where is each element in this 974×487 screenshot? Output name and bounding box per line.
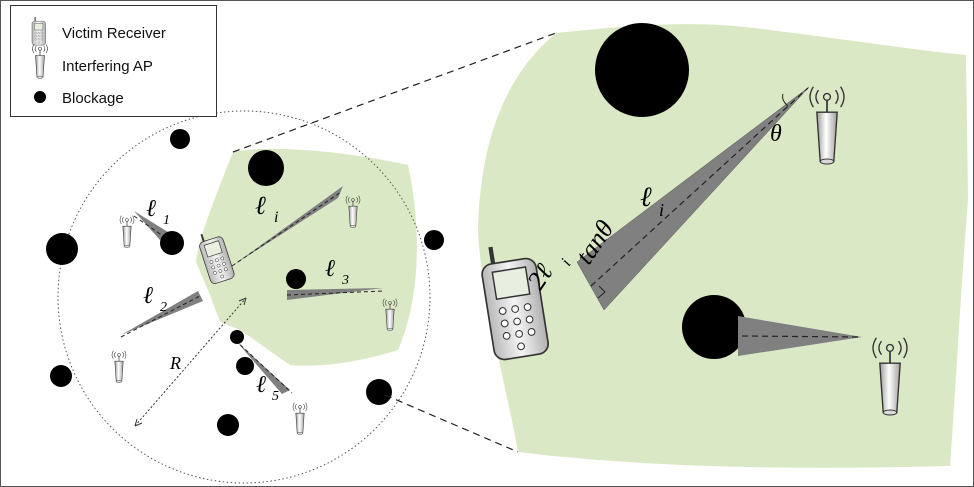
beam-zoom-i [576,86,810,311]
beam-blocked [738,316,862,356]
blockage-dot [230,330,244,344]
blockages [46,129,444,436]
legend-interfering-ap: Interfering AP [62,58,153,75]
blockage-dot [46,233,78,265]
beam-2 [121,291,203,335]
blockage-dot [286,269,306,289]
label-l3-sub: 3 [341,273,349,288]
label-l2-sub: 2 [160,300,167,315]
label-l3: ℓ [325,256,335,282]
antenna-icon [111,350,127,383]
label-li: ℓ [255,191,266,220]
blockage-dot [595,23,689,117]
label-theta: θ [770,121,782,147]
blockage-dot-icon [34,91,46,103]
legend: Victim Receiver Interfering AP Blockage [10,5,217,117]
label-l1: ℓ [146,196,156,222]
beam-axis [590,87,809,287]
label-li-sub: i [274,209,278,226]
overview-panel: ℓ 1 ℓ i ℓ 2 ℓ 3 ℓ 5 R [46,110,444,484]
label-radius: R [169,353,181,373]
blockage-dot [170,129,190,149]
interference-circle [57,110,431,484]
zoom-region [478,24,968,468]
beam-3 [287,288,383,300]
label-l5: ℓ [256,372,266,398]
label-l5-sub: 5 [272,389,279,404]
blockage-dot [217,414,239,436]
label-l2: ℓ [143,283,153,309]
zoom-panel: ℓ i θ 2ℓ i tanθ [478,23,968,468]
blockage-dot [160,231,184,255]
right-angle-marker [597,285,606,299]
antenna-icon [292,402,308,435]
blockage-dot [248,150,284,186]
coverage-region [196,148,417,366]
legend-victim-receiver: Victim Receiver [62,25,166,42]
zoom-guide-top [232,32,557,153]
blockage-dot [366,379,392,405]
blockage-dot [682,295,746,359]
label-zoom-li-sub: i [659,200,664,220]
theta-arc [782,93,789,107]
label-zoom-li: ℓ [640,182,652,213]
antenna-icon [119,215,135,248]
phone-icon [31,16,47,46]
blockage-dot [424,230,444,250]
label-l1-sub: 1 [163,213,170,228]
beam-5 [237,342,290,394]
blockage-dot [236,357,254,375]
beam-i [232,186,343,266]
beam-1 [134,211,168,240]
legend-blockage: Blockage [62,90,124,107]
blockage-dot [50,365,72,387]
zoom-guide-bottom [384,394,519,453]
radius-arrow [134,297,247,427]
